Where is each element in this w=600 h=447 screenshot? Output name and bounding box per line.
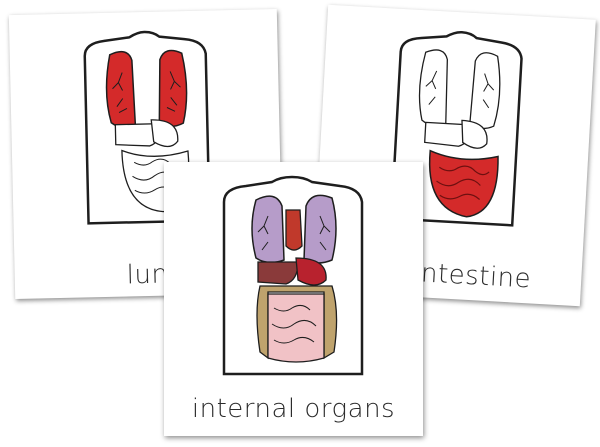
stomach-outline [461, 119, 488, 149]
heart [285, 209, 303, 251]
right-lung [158, 49, 188, 128]
card-intestine: intestine [312, 4, 596, 307]
card-label-internal-organs: internal organs [191, 394, 396, 424]
torso-illustration-intestine [390, 30, 523, 227]
right-lung [303, 194, 337, 264]
left-lung [105, 50, 137, 128]
intestine-highlight [428, 149, 499, 218]
liver [257, 261, 299, 285]
stomach-outline [150, 119, 179, 148]
small-intestine [267, 293, 325, 363]
card-internal-organs: internal organs [164, 162, 423, 436]
stomach [295, 257, 327, 286]
torso-illustration-organs [222, 175, 364, 376]
large-intestine [256, 285, 338, 360]
card-label-intestine: intestine [412, 257, 532, 295]
left-lung [251, 195, 285, 264]
